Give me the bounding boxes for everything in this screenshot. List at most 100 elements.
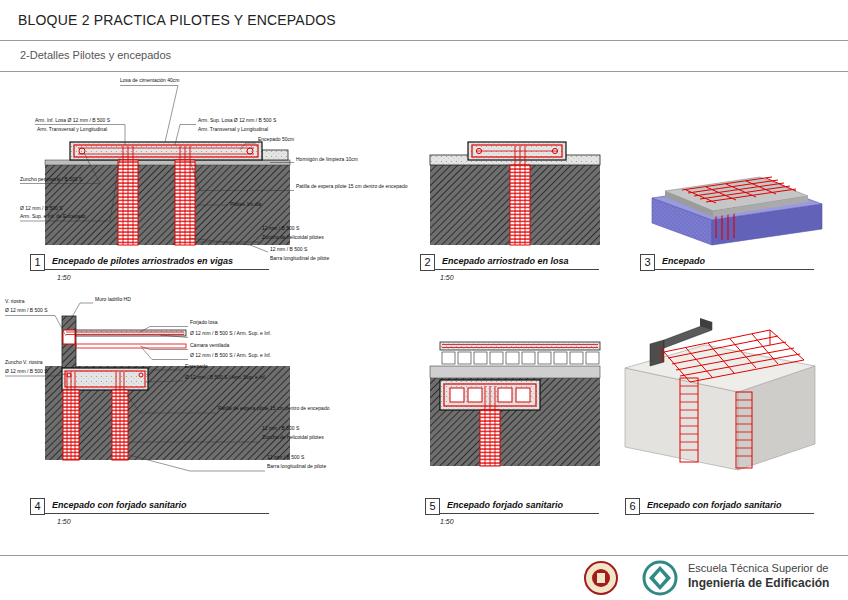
caption-text: Encepado con forjado sanitario xyxy=(52,500,265,510)
render-3 xyxy=(652,177,822,245)
callout-label: Encepado xyxy=(185,364,208,370)
detail-1-part xyxy=(123,146,190,245)
detail-1-part xyxy=(247,148,253,154)
render-6-part-part xyxy=(680,394,698,395)
callout-label: Zuncho de helicoidal pilotes xyxy=(262,435,324,441)
render-6-part-part xyxy=(680,418,698,419)
callout-label: 12 mm / B 500 S xyxy=(267,455,304,461)
detail-1 xyxy=(45,142,290,245)
render-6-part-part xyxy=(736,432,752,433)
leader-lines-part xyxy=(120,86,178,143)
detail-4 xyxy=(45,316,290,460)
callout-label: Arm. Sup. e Inf. de Encepado xyxy=(20,214,86,220)
render-3-part-part xyxy=(694,183,784,196)
leader-lines-part xyxy=(5,374,66,376)
detail-5-part-part xyxy=(586,352,599,364)
leader-lines-part xyxy=(160,335,188,338)
sheet-frame-part xyxy=(0,71,848,72)
detail-1-part-part xyxy=(180,146,181,245)
sheet-label: Ingeniería de Edificación xyxy=(688,577,829,591)
logos-part xyxy=(644,562,676,594)
callout-label: Zuncho V. riostra xyxy=(5,360,43,366)
caption-bar: 3 Encepado xyxy=(640,254,814,270)
callout-label: Forjado losa xyxy=(190,320,218,326)
callout-number: 3 xyxy=(640,254,655,271)
logos-part xyxy=(585,562,617,594)
sheet-frame-part xyxy=(0,40,848,41)
detail-1-part xyxy=(74,145,258,157)
render-3-part-part xyxy=(686,190,716,203)
detail-1-part xyxy=(262,150,288,160)
callout-label: Zuncho perimetral / B 500 S xyxy=(20,177,82,183)
detail-5-part xyxy=(430,378,600,466)
caption-text: Encepado xyxy=(662,256,810,266)
render-3-part-part xyxy=(706,189,796,202)
detail-2-part-part xyxy=(515,146,516,245)
detail-1-part-part xyxy=(133,146,134,245)
detail-5-part-part xyxy=(554,352,567,364)
leader-lines-part xyxy=(20,153,100,184)
callout-label: Losa de cimentación 40cm xyxy=(120,78,179,84)
sheet-label: 2-Detalles Pilotes y encepados xyxy=(20,49,171,62)
render-6 xyxy=(625,318,815,470)
render-6-part-part xyxy=(736,440,752,441)
leader-lines-part xyxy=(270,162,294,163)
render-6-part-part xyxy=(736,400,752,401)
callout-label: Encepado 50cm xyxy=(258,137,294,143)
callout-label: Ø 12 mm / B 500 S / Arm. Sup. e Inf. xyxy=(190,353,271,359)
detail-4-part xyxy=(45,366,290,460)
detail-5-part xyxy=(442,352,599,364)
detail-4-part xyxy=(67,372,124,460)
render-6-part-part xyxy=(770,330,771,345)
leader-lines-part xyxy=(190,161,294,191)
logos-part xyxy=(592,569,610,587)
render-6-part xyxy=(680,378,698,462)
leader-lines-part xyxy=(72,303,93,317)
detail-4-part-part xyxy=(120,372,121,460)
caption-text: Encepado de pilotes arriostrados en viga… xyxy=(52,256,265,266)
render-6-part-part xyxy=(752,334,778,364)
render-3-part-part xyxy=(766,178,796,191)
detail-5-part-part xyxy=(516,388,530,402)
render-6-part-part xyxy=(770,330,804,360)
detail-1-part-part xyxy=(128,146,129,245)
detail-5-part xyxy=(430,366,600,378)
caption-text: Encepado arriostrado en losa xyxy=(442,256,595,266)
detail-5-part-part xyxy=(490,352,503,364)
scale-note: 1:50 xyxy=(440,518,454,526)
callout-label: 12 mm / B 500 S xyxy=(270,247,307,253)
detail-4-part xyxy=(76,344,186,348)
logos-part xyxy=(597,573,605,583)
caption-bar: 4Encepado con forjado sanitario xyxy=(30,498,269,514)
render-3-part xyxy=(682,177,796,203)
render-6-part-part xyxy=(680,386,698,387)
detail-2-part xyxy=(472,145,562,157)
leader-lines-part xyxy=(140,327,188,333)
render-6-part-part xyxy=(680,402,698,403)
logos-part xyxy=(649,566,671,590)
render-6-part-part xyxy=(680,450,698,451)
logos-part xyxy=(654,571,666,585)
leader-lines-part xyxy=(146,381,183,382)
leader-lines-part xyxy=(125,392,216,413)
leader-lines-part xyxy=(189,238,268,252)
detail-2-part xyxy=(476,148,481,153)
detail-1-part xyxy=(78,148,254,149)
callout-label: Ø 12 mm / B 500 S xyxy=(5,308,48,314)
detail-5-part xyxy=(440,342,600,350)
callout-label: Arm. Transversal y Longitudinal xyxy=(198,127,268,133)
detail-5-part-part xyxy=(522,352,535,364)
render-6-part-part xyxy=(680,410,698,411)
leader-lines-part xyxy=(35,125,125,146)
callout-label: Ø 12 mm / B 500 S / Arm. Sup. e Inf. xyxy=(190,331,271,337)
detail-4-part xyxy=(76,330,186,336)
detail-2-part xyxy=(468,142,566,160)
detail-5-part-part xyxy=(570,352,583,364)
detail-4-part-part xyxy=(124,372,125,460)
detail-5 xyxy=(430,342,600,466)
detail-5-part-part xyxy=(450,388,464,402)
detail-4-part xyxy=(66,334,184,335)
sheet-label: Escuela Técnica Superior de xyxy=(688,562,828,575)
detail-5-part-part xyxy=(458,352,471,364)
render-6-part-part xyxy=(680,434,698,435)
